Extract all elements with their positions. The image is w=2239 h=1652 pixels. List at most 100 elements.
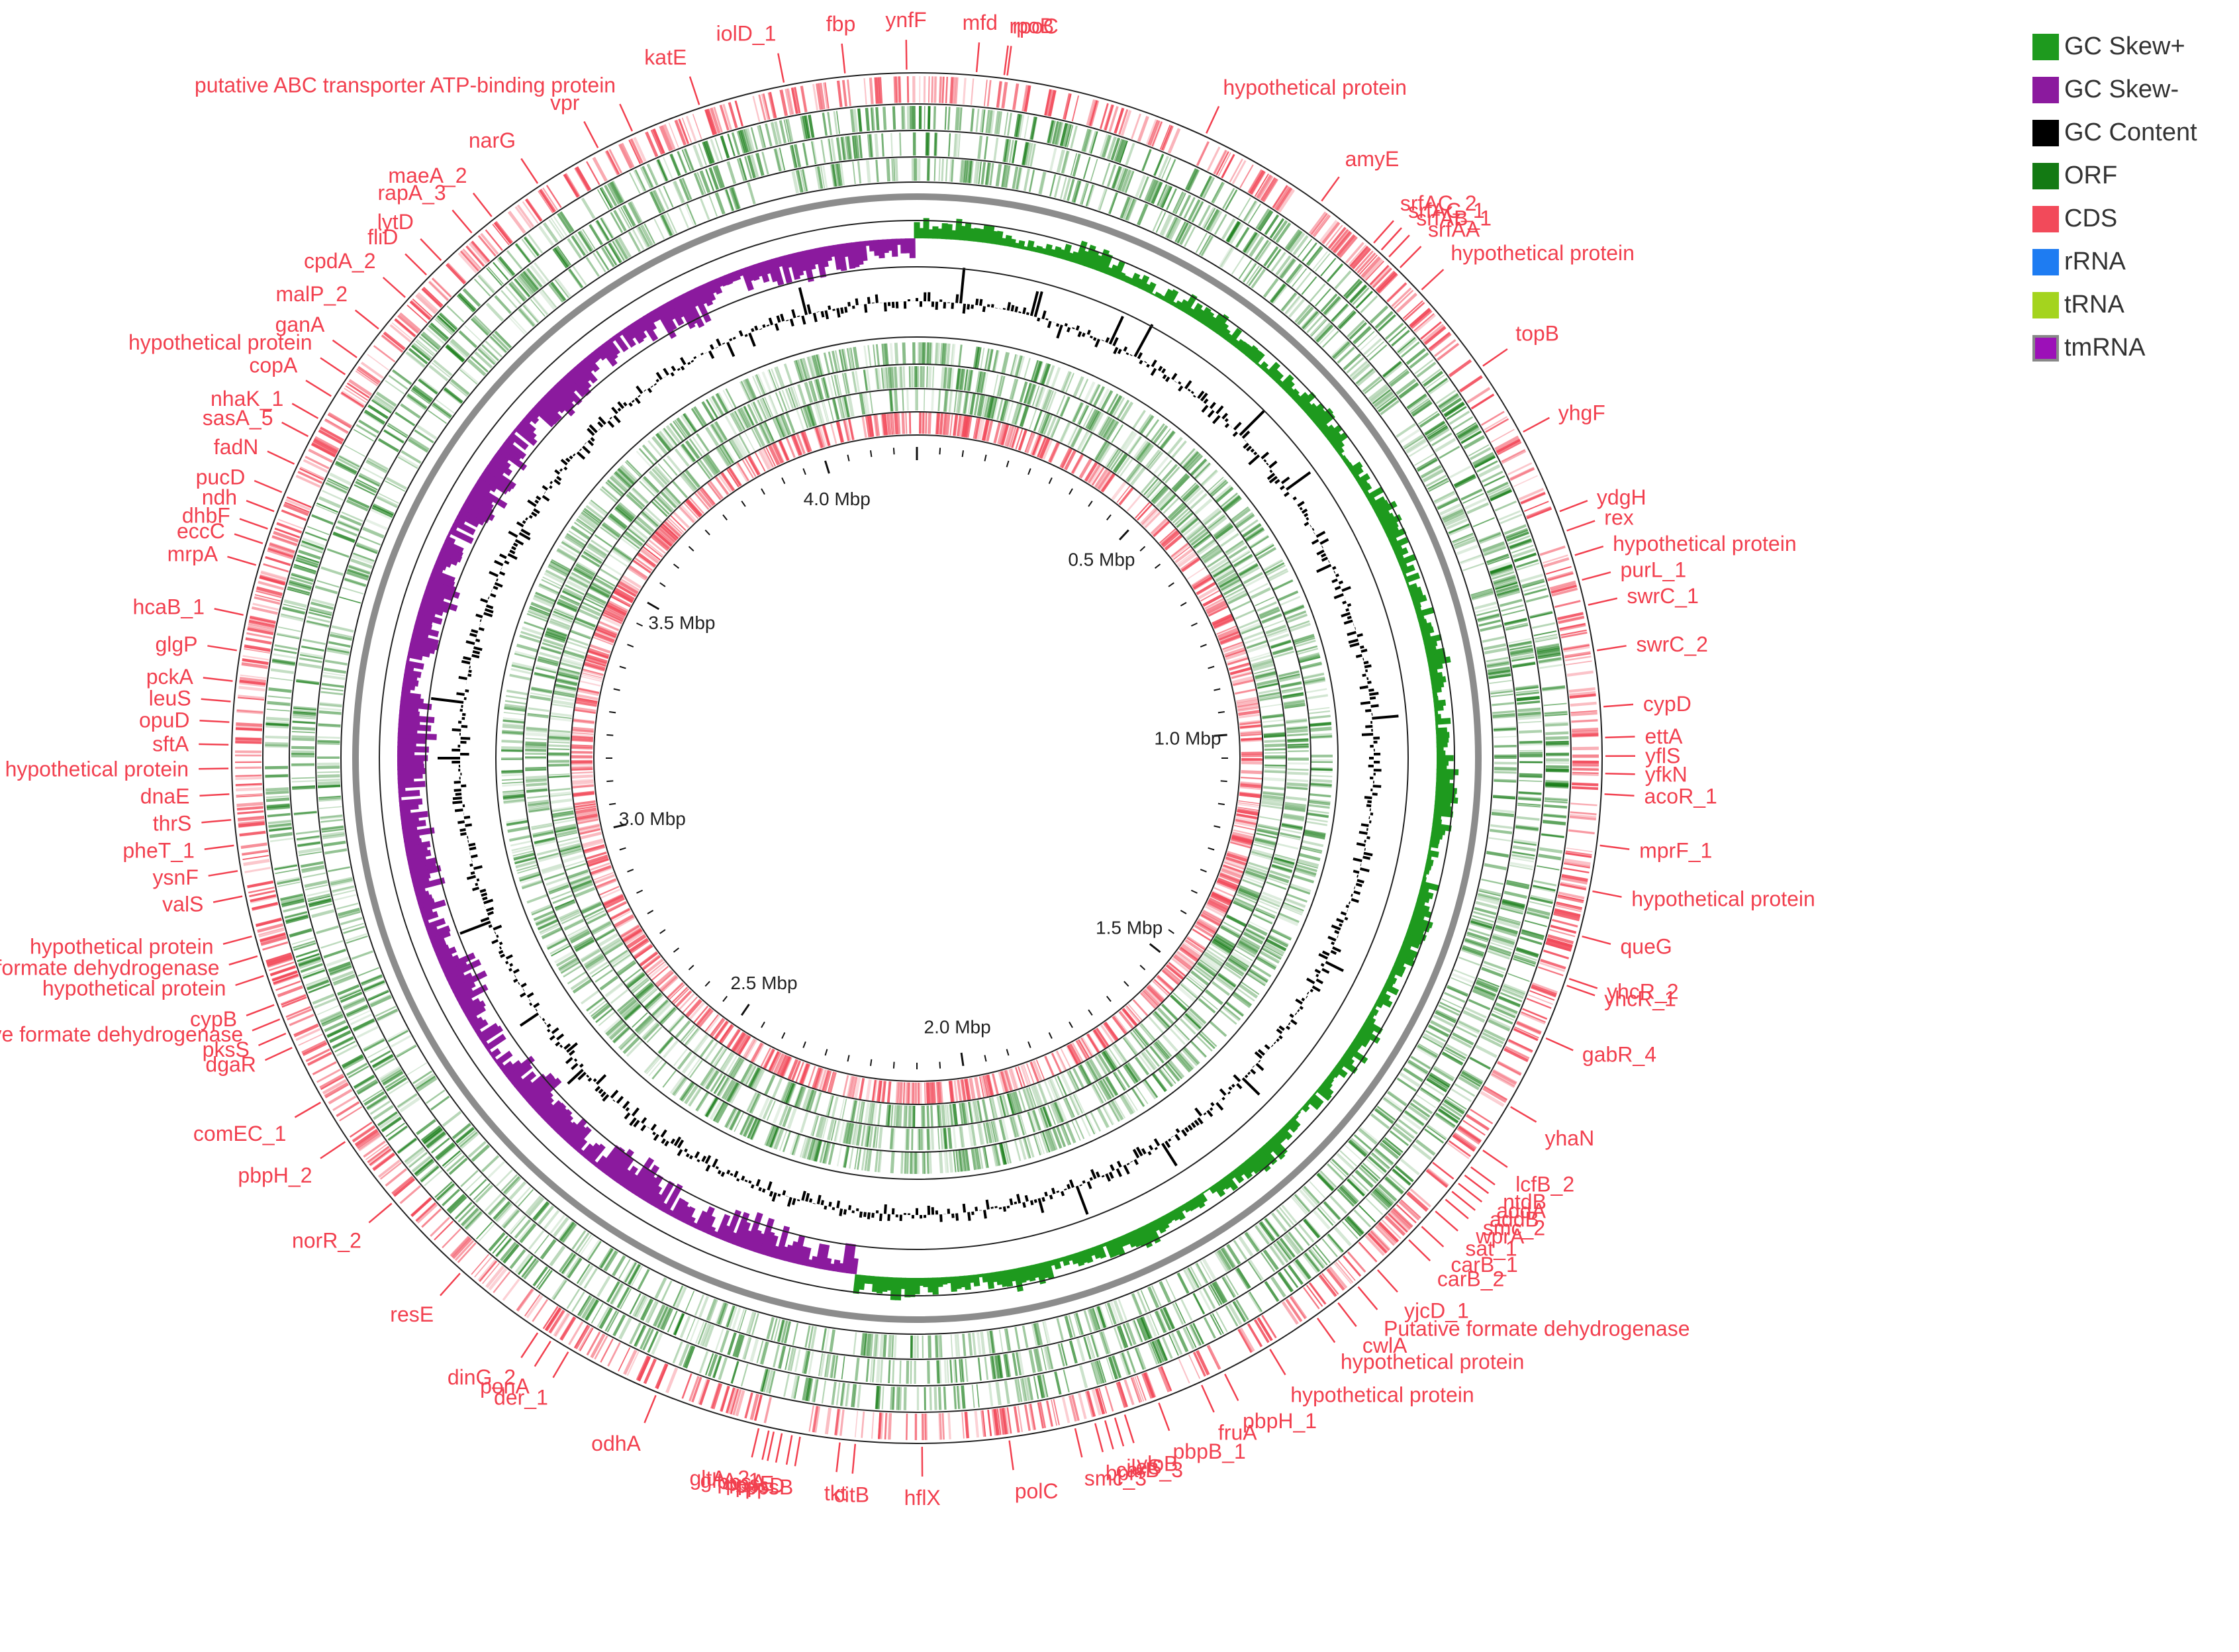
feature-mark — [410, 438, 429, 450]
feature-mark — [497, 1170, 512, 1186]
feature-mark — [401, 405, 420, 418]
feature-mark — [1288, 769, 1309, 770]
feature-mark — [324, 850, 347, 853]
feature-mark — [889, 1360, 890, 1383]
feature-mark — [434, 403, 452, 416]
feature-mark — [889, 367, 890, 389]
feature-mark — [654, 467, 668, 483]
feature-mark — [769, 395, 777, 415]
feature-mark — [1563, 868, 1590, 873]
feature-mark — [862, 1149, 865, 1171]
feature-mark — [1527, 509, 1552, 519]
feature-mark — [776, 393, 784, 413]
feature-mark — [526, 734, 547, 735]
feature-mark — [265, 775, 288, 776]
feature-mark — [265, 789, 289, 791]
feature-mark — [544, 223, 557, 242]
feature-mark — [316, 926, 339, 933]
feature-mark — [527, 1296, 542, 1318]
feature-mark — [461, 369, 478, 383]
feature-mark — [296, 831, 319, 834]
feature-mark — [1223, 1006, 1240, 1020]
feature-mark — [319, 712, 342, 714]
feature-mark — [266, 796, 289, 797]
feature-mark — [575, 168, 589, 191]
feature-mark — [862, 1412, 864, 1438]
feature-mark — [781, 90, 786, 116]
feature-mark — [244, 860, 270, 864]
feature-mark — [526, 784, 547, 785]
feature-mark — [1409, 1061, 1428, 1073]
feature-mark — [1127, 1323, 1135, 1345]
feature-mark — [408, 1063, 427, 1075]
feature-mark — [1495, 501, 1516, 510]
feature-mark — [328, 867, 350, 871]
feature-mark — [379, 440, 399, 452]
feature-mark — [511, 316, 526, 333]
feature-mark — [804, 143, 808, 166]
feature-mark — [1366, 1198, 1383, 1215]
feature-mark — [405, 1147, 424, 1162]
feature-mark — [856, 136, 858, 159]
feature-mark — [795, 1349, 800, 1372]
feature-mark — [1545, 786, 1568, 787]
feature-mark — [905, 1387, 906, 1410]
feature-mark — [1310, 729, 1332, 730]
feature-mark — [955, 1359, 956, 1383]
feature-mark — [1571, 713, 1597, 715]
feature-mark — [1570, 703, 1597, 705]
feature-mark — [949, 107, 950, 130]
feature-mark — [395, 413, 414, 425]
feature-mark — [1538, 967, 1563, 976]
feature-mark — [1179, 1359, 1190, 1384]
feature-mark — [940, 1151, 941, 1173]
feature-mark — [607, 151, 619, 175]
feature-mark — [1239, 1330, 1252, 1353]
feature-mark — [940, 77, 941, 103]
feature-mark — [1308, 805, 1330, 808]
feature-mark — [1287, 739, 1308, 740]
orf-track-4 — [501, 342, 1333, 1174]
feature-mark — [716, 193, 724, 214]
feature-mark — [1213, 1314, 1223, 1334]
feature-mark — [1024, 358, 1030, 379]
feature-mark — [1420, 414, 1439, 426]
feature-mark — [879, 1413, 881, 1439]
feature-mark — [982, 1410, 984, 1437]
feature-mark — [943, 1413, 944, 1439]
feature-mark — [246, 639, 271, 644]
feature-mark — [973, 1333, 975, 1355]
feature-mark — [963, 1334, 965, 1356]
feature-mark — [884, 1335, 886, 1357]
feature-mark — [1126, 143, 1134, 165]
orf-track-5 — [525, 366, 1309, 1150]
feature-mark — [871, 1359, 873, 1383]
feature-mark — [1286, 787, 1308, 789]
feature-mark — [1302, 277, 1316, 295]
feature-mark — [982, 162, 984, 185]
track-layer — [235, 76, 1599, 1440]
feature-mark — [1409, 1192, 1429, 1210]
feature-mark — [824, 353, 829, 374]
feature-mark — [498, 258, 513, 276]
feature-mark — [1006, 1329, 1009, 1351]
feature-mark — [1232, 256, 1245, 275]
feature-mark — [947, 1360, 949, 1383]
feature-mark — [1572, 720, 1598, 722]
feature-mark — [289, 930, 312, 936]
feature-mark — [874, 1127, 877, 1148]
feature-mark — [501, 751, 523, 752]
feature-mark — [932, 76, 933, 103]
feature-mark — [932, 1129, 933, 1150]
feature-mark — [1504, 893, 1527, 898]
feature-mark — [1539, 849, 1562, 852]
feature-mark — [1075, 1119, 1084, 1139]
feature-mark — [318, 780, 340, 781]
feature-mark — [526, 743, 547, 744]
feature-mark — [327, 549, 349, 557]
feature-mark — [482, 345, 499, 360]
feature-mark — [1110, 193, 1117, 214]
feature-mark — [1293, 1196, 1308, 1214]
feature-mark — [273, 654, 297, 658]
feature-mark — [938, 1360, 939, 1383]
